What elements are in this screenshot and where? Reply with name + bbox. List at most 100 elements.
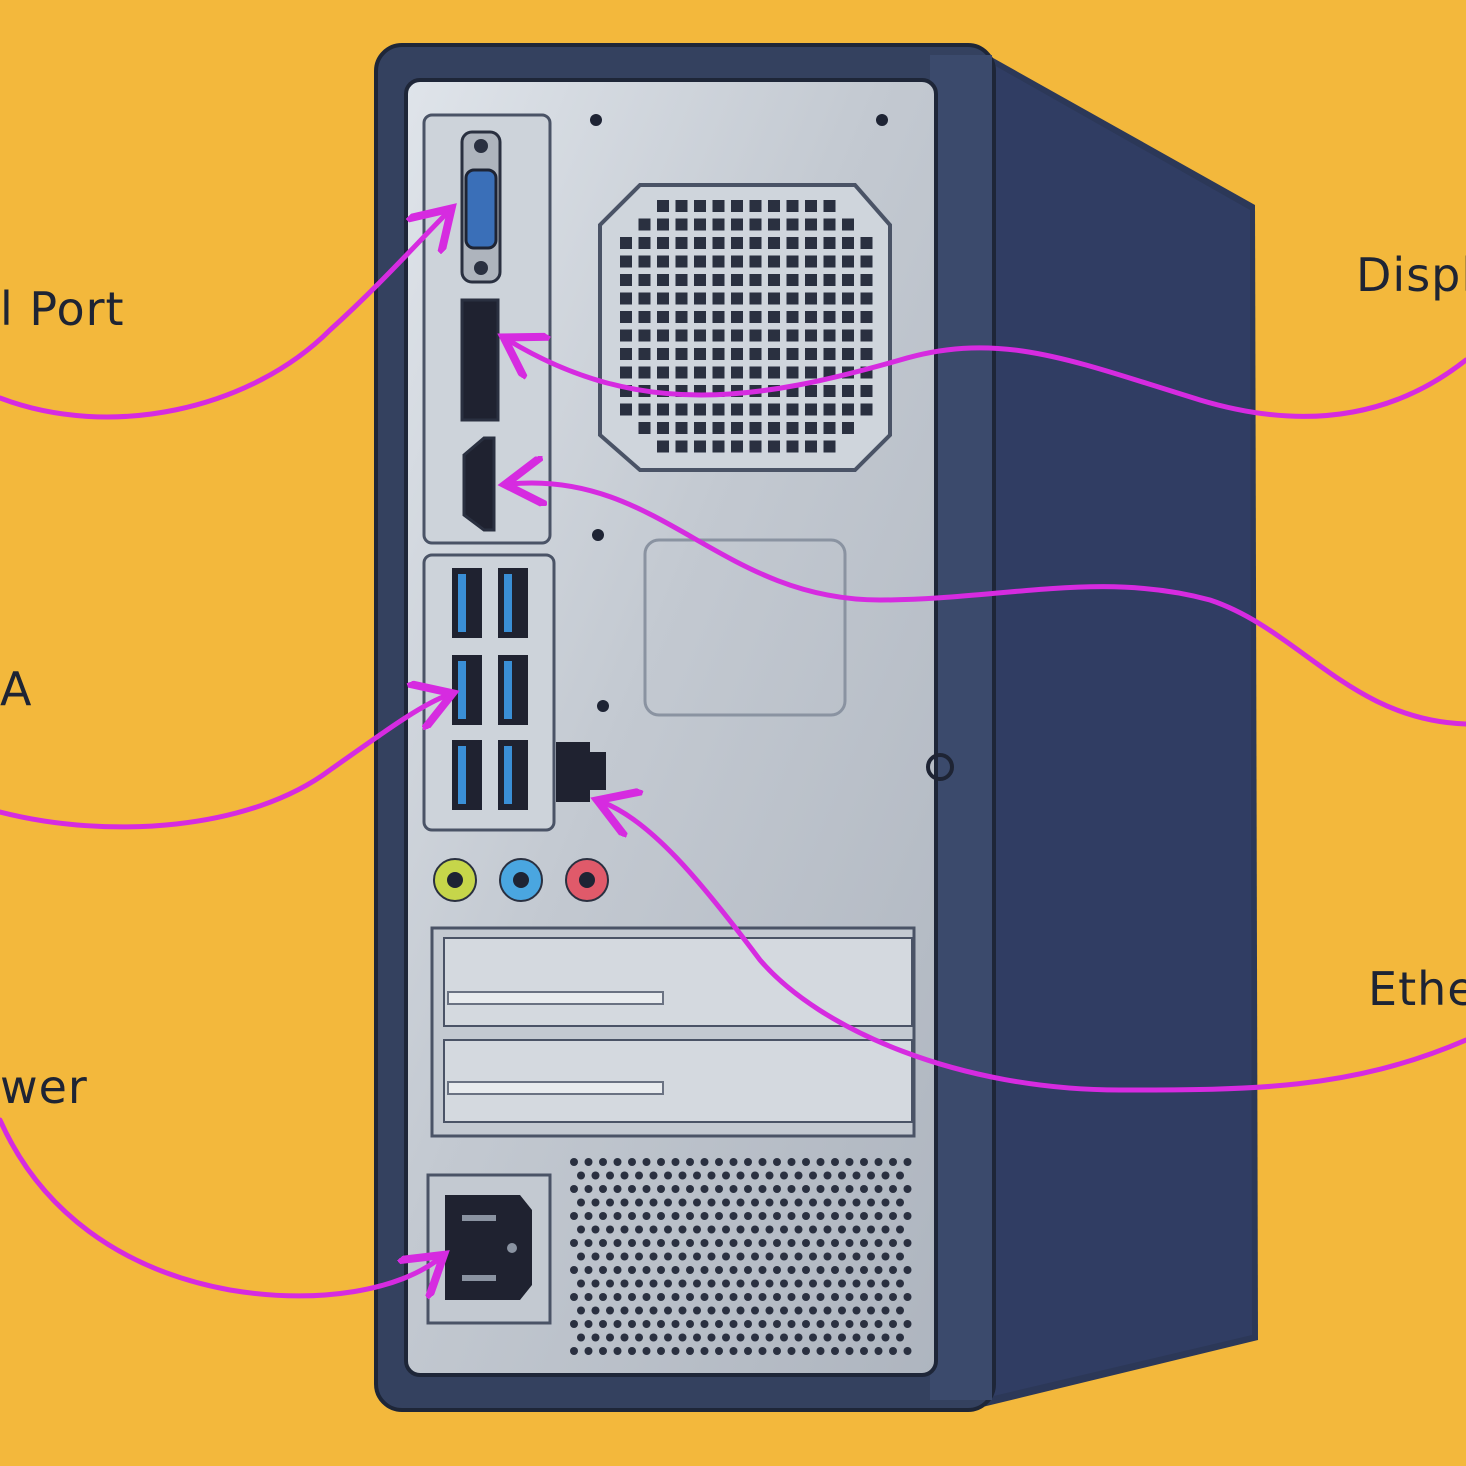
vent-hole: [707, 1171, 716, 1180]
vent-hole: [889, 1212, 897, 1220]
fan-grille-hole: [731, 366, 743, 379]
vent-hole: [678, 1252, 687, 1261]
vent-hole: [693, 1306, 701, 1315]
vent-hole: [852, 1171, 861, 1180]
vent-hole: [700, 1158, 709, 1166]
fan-grille-hole: [749, 348, 762, 360]
vent-hole: [845, 1239, 854, 1247]
vent-hole: [845, 1293, 854, 1301]
vent-hole: [881, 1225, 890, 1234]
fan-grille-hole: [842, 237, 854, 249]
fan-grille-hole: [731, 403, 743, 416]
fan-grille-hole: [657, 348, 669, 360]
vent-hole: [780, 1198, 788, 1207]
hdmi-port: [462, 436, 496, 532]
vent-hole: [881, 1252, 890, 1261]
vent-hole: [765, 1252, 774, 1261]
vent-hole: [867, 1171, 875, 1180]
vent-hole: [867, 1252, 875, 1261]
fan-grille-hole: [731, 422, 743, 434]
vent-hole: [889, 1158, 897, 1166]
fan-grille-hole: [768, 274, 780, 286]
vent-hole: [715, 1266, 723, 1274]
vent-hole: [635, 1252, 643, 1261]
fan-grille-hole: [694, 292, 706, 305]
power-arrow: [0, 1117, 440, 1296]
fan-grille-hole: [768, 311, 780, 323]
fan-grille-hole: [823, 292, 836, 305]
fan-grille-hole: [638, 422, 651, 434]
vent-hole: [903, 1158, 912, 1166]
vent-hole: [823, 1198, 832, 1207]
vent-hole: [693, 1279, 701, 1288]
fan-grille-hole: [675, 329, 688, 342]
vent-hole: [802, 1239, 810, 1247]
fan-grille-hole: [842, 329, 854, 342]
vent-hole: [686, 1185, 694, 1193]
fan-grille-hole: [768, 292, 780, 305]
vent-hole: [816, 1266, 825, 1274]
fan-grille-hole: [749, 440, 762, 453]
fan-grille-hole: [638, 366, 651, 379]
vent-hole: [809, 1225, 817, 1234]
vent-hole: [758, 1239, 767, 1247]
vent-hole: [744, 1320, 752, 1328]
fan-grille-hole: [768, 218, 780, 231]
vent-hole: [570, 1239, 578, 1247]
vent-hole: [780, 1225, 788, 1234]
vent-hole: [794, 1333, 803, 1342]
vent-hole: [736, 1306, 745, 1315]
vent-hole: [635, 1279, 643, 1288]
vent-hole: [671, 1347, 680, 1355]
vent-hole: [787, 1293, 796, 1301]
vent-hole: [736, 1252, 745, 1261]
fan-grille-hole: [638, 403, 651, 416]
vent-hole: [715, 1185, 723, 1193]
vent-hole: [657, 1158, 665, 1166]
vent-hole: [620, 1225, 629, 1234]
vent-hole: [577, 1225, 585, 1234]
fan-grille-hole: [749, 200, 762, 212]
fan-grille-hole: [731, 292, 743, 305]
vent-hole: [649, 1279, 658, 1288]
vent-hole: [889, 1239, 897, 1247]
vent-hole: [823, 1225, 832, 1234]
vent-hole: [889, 1347, 897, 1355]
vent-hole: [729, 1266, 738, 1274]
fan-grille-hole: [805, 366, 817, 379]
vent-hole: [758, 1347, 767, 1355]
vent-hole: [584, 1185, 593, 1193]
vent-hole: [700, 1212, 709, 1220]
vent-hole: [802, 1293, 810, 1301]
vent-hole: [613, 1239, 622, 1247]
vent-hole: [765, 1198, 774, 1207]
vent-hole: [671, 1293, 680, 1301]
vent-hole: [620, 1279, 629, 1288]
vent-hole: [852, 1333, 861, 1342]
vent-hole: [838, 1333, 846, 1342]
vent-hole: [845, 1320, 854, 1328]
vent-hole: [628, 1212, 636, 1220]
fan-grille-hole: [657, 403, 669, 416]
fan-grille-hole: [620, 311, 632, 323]
vent-hole: [881, 1279, 890, 1288]
vent-hole: [686, 1212, 694, 1220]
fan-grille-hole: [786, 422, 799, 434]
fan-grille-hole: [786, 255, 799, 268]
vent-hole: [874, 1185, 883, 1193]
vent-hole: [758, 1185, 767, 1193]
fan-grille-hole: [805, 329, 817, 342]
vent-hole: [700, 1347, 709, 1355]
vent-hole: [591, 1279, 600, 1288]
fan-grille-hole: [842, 422, 854, 434]
vent-hole: [758, 1320, 767, 1328]
vent-hole: [874, 1347, 883, 1355]
vent-hole: [823, 1306, 832, 1315]
callout-arrows: [0, 212, 1466, 1296]
fan-grille-hole: [712, 348, 725, 360]
fan-grille-hole: [805, 348, 817, 360]
fan-grille-hole: [675, 200, 688, 212]
fan-grille-hole: [694, 255, 706, 268]
fan-grille-hole: [786, 311, 799, 323]
vent-hole: [577, 1306, 585, 1315]
